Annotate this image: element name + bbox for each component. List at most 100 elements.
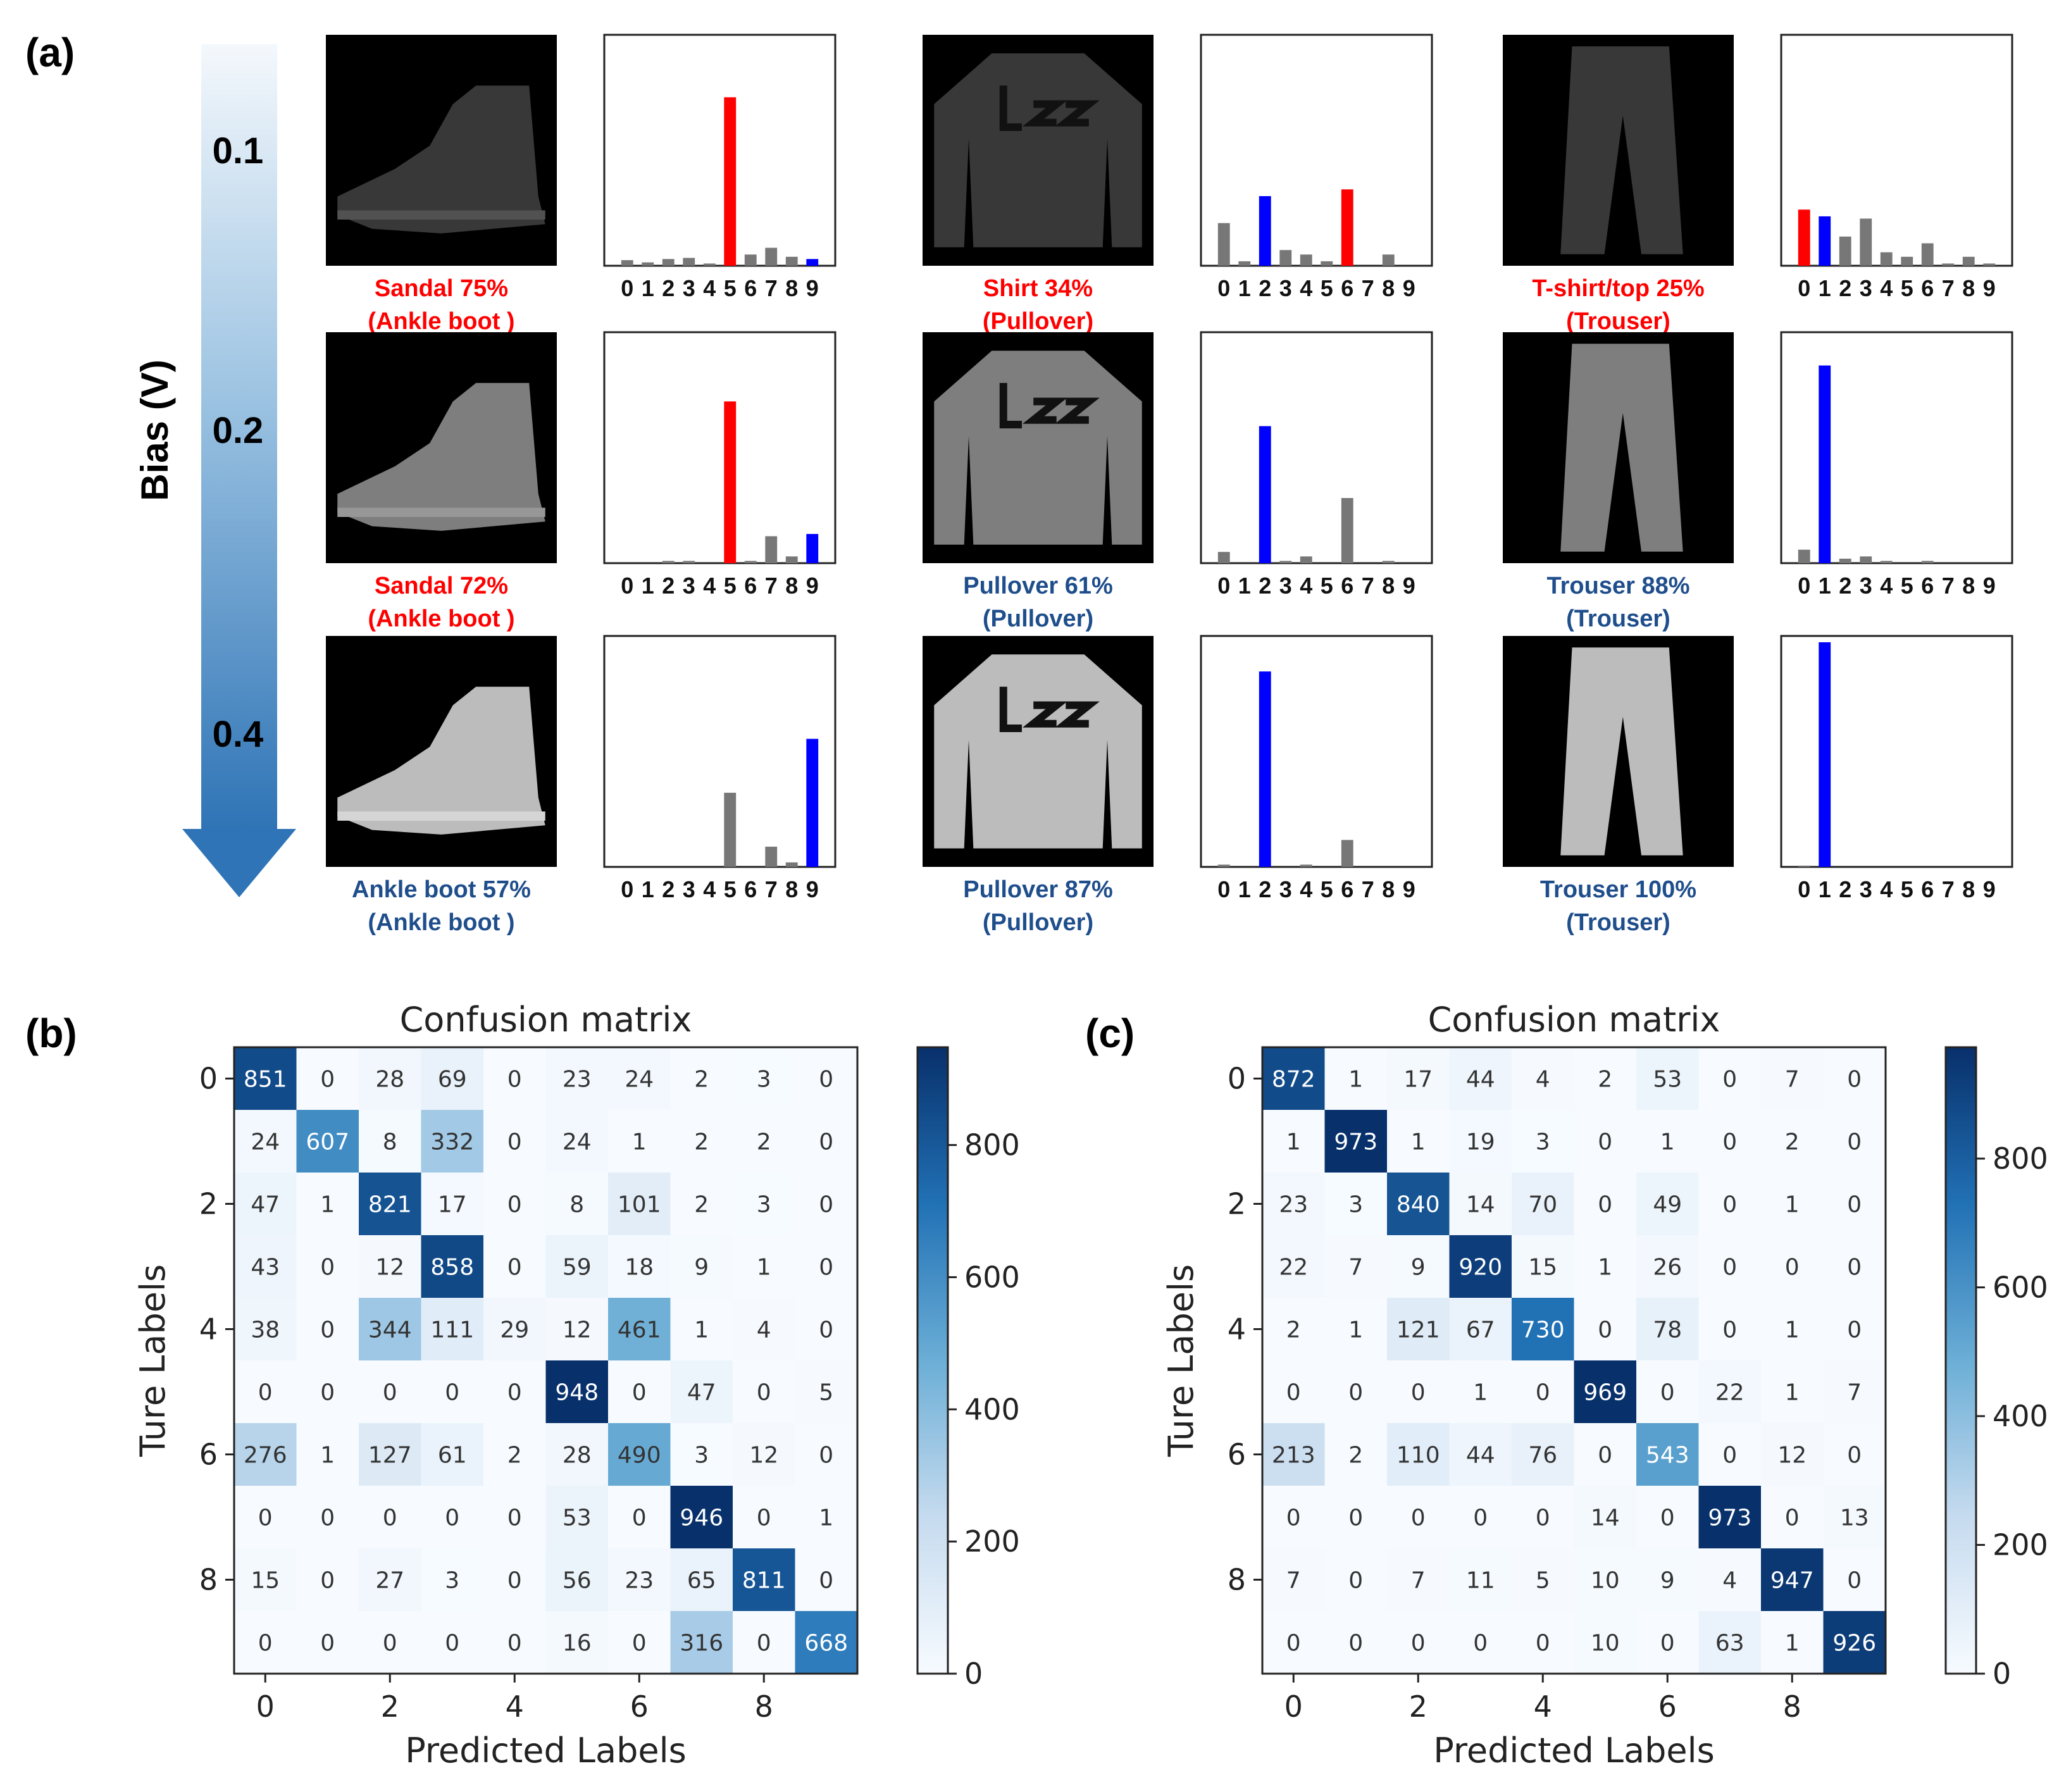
probability-bar <box>785 556 798 563</box>
matrix-cell <box>670 1047 733 1111</box>
probability-bar <box>1798 549 1810 563</box>
matrix-cell <box>1512 1611 1574 1674</box>
bar-chart-frame <box>1200 34 1433 267</box>
y-tick-label: 0 <box>1228 1062 1246 1096</box>
matrix-cell <box>1823 1235 1886 1298</box>
matrix-cell-value: 0 <box>1598 1443 1612 1469</box>
class-tick-label: 5 <box>724 876 737 902</box>
probability-bar <box>1880 561 1893 563</box>
matrix-cell-value: 0 <box>383 1631 397 1657</box>
matrix-cell <box>234 1110 297 1173</box>
class-tick-label: 0 <box>1798 275 1810 301</box>
matrix-cell <box>1262 1360 1325 1424</box>
matrix-cell-value: 0 <box>1536 1380 1550 1406</box>
colorbar-tick-label: 0 <box>964 1657 983 1691</box>
class-tick-label: 1 <box>1238 573 1251 599</box>
matrix-cell-value: 840 <box>1396 1192 1440 1218</box>
matrix-cell <box>545 1360 609 1424</box>
class-tick-label: 2 <box>662 275 675 301</box>
matrix-cell-value: 1 <box>1785 1317 1800 1343</box>
class-tick-label: 9 <box>806 275 819 301</box>
matrix-cell-value: 947 <box>1770 1568 1814 1594</box>
matrix-cell <box>608 1423 671 1486</box>
class-tick-label: 0 <box>1217 275 1230 301</box>
matrix-cell <box>1262 1047 1325 1111</box>
matrix-cell-value: 5 <box>1536 1568 1550 1594</box>
matrix-cell <box>1823 1548 1886 1612</box>
matrix-cell-value: 1 <box>632 1129 647 1155</box>
matrix-cell-value: 1 <box>757 1255 771 1281</box>
matrix-cell <box>608 1548 671 1612</box>
trouser-image <box>1560 344 1683 552</box>
ankle-boot-sole <box>337 210 545 220</box>
matrix-cell <box>1449 1423 1512 1486</box>
matrix-cell-value: 926 <box>1832 1631 1876 1657</box>
matrix-cell-value: 1 <box>320 1192 335 1218</box>
class-tick-label: 8 <box>1962 876 1975 902</box>
probability-bar <box>765 536 778 563</box>
matrix-cell <box>1636 1548 1699 1612</box>
matrix-cell <box>733 1423 795 1486</box>
true-label: (Ankle boot ) <box>368 909 514 936</box>
class-tick-label: 7 <box>765 275 778 301</box>
matrix-cell-value: 490 <box>618 1443 661 1469</box>
matrix-cell-value: 0 <box>757 1380 771 1406</box>
matrix-cell-value: 19 <box>1466 1129 1495 1155</box>
matrix-cell <box>1387 1047 1450 1111</box>
matrix-cell <box>1387 1423 1450 1486</box>
class-tick-label: 5 <box>1321 573 1333 599</box>
matrix-cell-value: 0 <box>507 1505 522 1531</box>
matrix-cell <box>234 1173 297 1236</box>
matrix-cell-value: 1 <box>1286 1129 1301 1155</box>
probability-bar <box>1217 223 1230 266</box>
matrix-cell-value: 0 <box>1286 1631 1301 1657</box>
matrix-cell-value: 0 <box>757 1505 771 1531</box>
bar-chart-frame <box>603 635 836 868</box>
y-tick-label: 8 <box>1228 1563 1246 1597</box>
class-tick-label: 1 <box>642 275 654 301</box>
matrix-cell-value: 0 <box>757 1631 771 1657</box>
matrix-cell <box>1449 1235 1512 1298</box>
matrix-cell <box>608 1047 671 1111</box>
matrix-cell-value: 0 <box>1785 1505 1800 1531</box>
matrix-cell-value: 0 <box>819 1568 833 1594</box>
matrix-cell-value: 0 <box>507 1129 522 1155</box>
matrix-cell <box>483 1360 546 1424</box>
matrix-cell <box>234 1548 297 1612</box>
matrix-cell <box>1636 1047 1699 1111</box>
matrix-cell <box>1761 1360 1824 1424</box>
matrix-cell <box>1761 1235 1824 1298</box>
class-tick-label: 1 <box>1819 876 1831 902</box>
probability-bar <box>1901 256 1913 266</box>
prediction-label: Ankle boot 57% <box>352 876 531 903</box>
matrix-cell-value: 24 <box>251 1129 280 1155</box>
class-tick-label: 4 <box>1880 876 1893 902</box>
class-tick-label: 7 <box>1362 275 1374 301</box>
class-tick-label: 4 <box>703 573 716 599</box>
matrix-cell-value: 12 <box>563 1317 592 1343</box>
matrix-cell <box>1823 1110 1886 1173</box>
pullover-image <box>934 351 1142 545</box>
class-tick-label: 7 <box>1942 573 1955 599</box>
matrix-cell <box>359 1298 421 1361</box>
matrix-cell-value: 0 <box>1536 1505 1550 1531</box>
matrix-cell <box>359 1047 421 1111</box>
class-tick-label: 8 <box>1962 275 1975 301</box>
matrix-cell <box>1387 1235 1450 1298</box>
probability-bar <box>683 258 695 266</box>
matrix-cell-value: 67 <box>1466 1317 1495 1343</box>
matrix-cell-value: 1 <box>1348 1317 1363 1343</box>
x-tick-label: 2 <box>381 1689 399 1724</box>
matrix-cell <box>234 1611 297 1674</box>
matrix-cell-value: 3 <box>757 1067 771 1093</box>
matrix-cell <box>1262 1548 1325 1612</box>
bias-arrow <box>182 44 296 897</box>
x-tick-label: 6 <box>630 1689 649 1724</box>
probability-bar <box>1238 261 1251 266</box>
matrix-cell-value: 0 <box>1411 1380 1426 1406</box>
matrix-cell-value: 332 <box>430 1129 474 1155</box>
matrix-cell <box>483 1047 546 1111</box>
class-tick-label: 3 <box>1860 573 1872 599</box>
